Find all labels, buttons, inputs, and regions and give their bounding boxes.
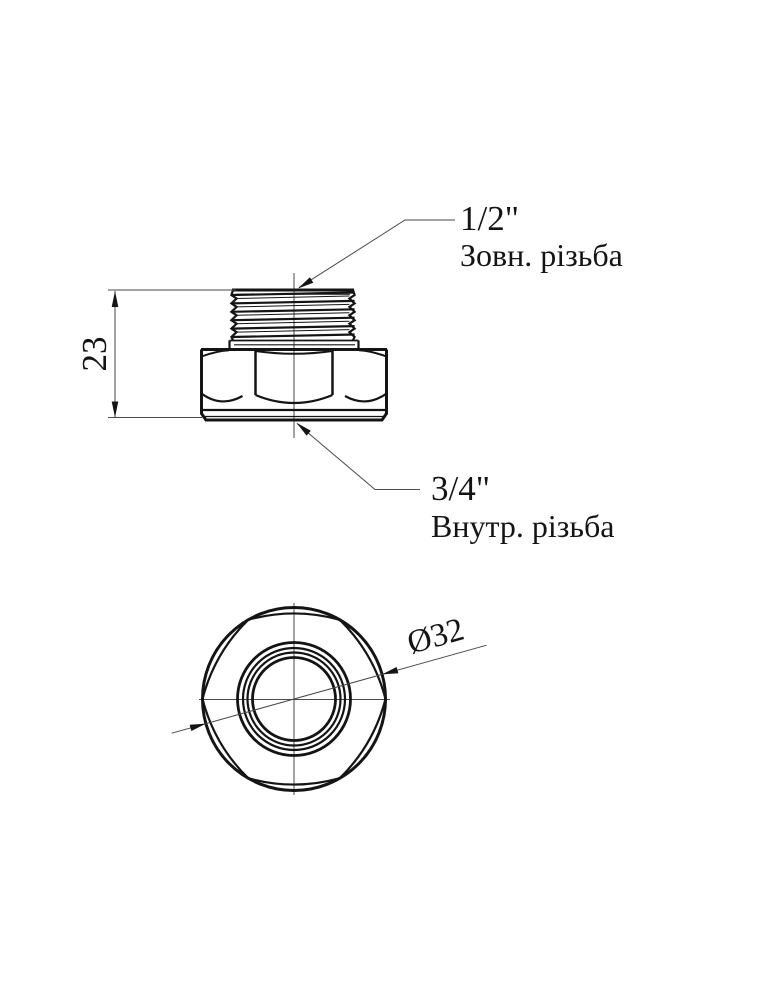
thread-relief-collar (228, 339, 360, 350)
diameter-dimension-line (171, 644, 487, 734)
height-dimension: 23 (75, 289, 236, 418)
thread-right-silhouette (347, 289, 357, 342)
male-thread-section (229, 288, 357, 342)
internal-thread-caption-label: Внутр. різьба (431, 508, 614, 544)
dimension-arrow-down (111, 401, 119, 418)
hex-top-chamfer-arcs (201, 349, 387, 358)
height-dimension-label: 23 (75, 337, 114, 372)
diameter-dimension: Ø32 (171, 612, 487, 734)
hex-outline (200, 349, 388, 422)
internal-thread-leader: 3/4" Внутр. різьба (296, 422, 614, 544)
external-thread-leader-arrow (298, 277, 314, 289)
internal-thread-size-label: 3/4" (431, 469, 490, 508)
dimension-arrow-up (111, 291, 119, 307)
diameter-dimension-label: Ø32 (403, 612, 467, 662)
thread-root-lines (236, 295, 350, 333)
external-thread-caption-label: Зовн. різьба (460, 237, 623, 273)
internal-thread-circles (236, 641, 352, 757)
diameter-arrow-left (189, 723, 206, 731)
diameter-arrow-right (382, 667, 399, 675)
hex-flat-arcs (201, 612, 387, 786)
hex-body (200, 348, 388, 422)
thread-left-silhouette (229, 289, 239, 342)
external-thread-leader: 1/2" Зовн. різьба (298, 199, 623, 289)
hex-bottom-chamfer-arcs (200, 392, 388, 405)
external-thread-size-label: 1/2" (460, 199, 519, 238)
internal-thread-leader-line (296, 423, 420, 490)
external-thread-leader-line (298, 219, 455, 289)
internal-thread-leader-arrow (296, 422, 311, 436)
bottom-view: Ø32 (171, 603, 487, 795)
thread-crest-lines (231, 291, 355, 339)
front-view: 23 1/2" Зовн. різьба 3/4" Внутр. різьба (75, 199, 623, 544)
